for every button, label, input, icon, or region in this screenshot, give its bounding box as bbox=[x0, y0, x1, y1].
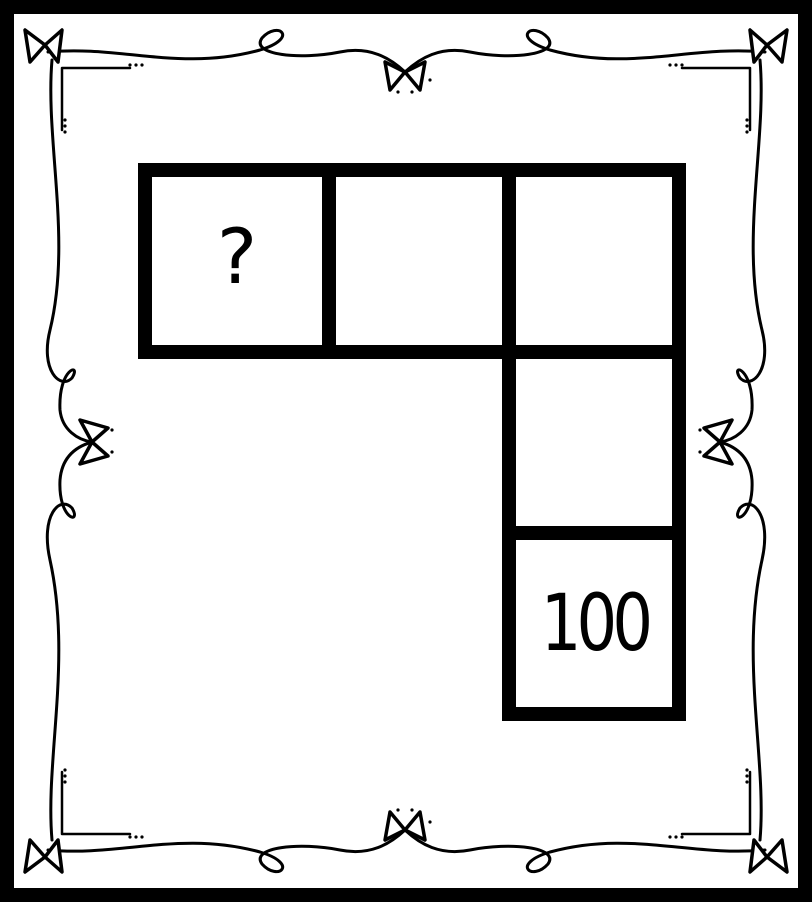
puzzle-cell-bottom-right: 100 bbox=[502, 526, 686, 721]
puzzle-cell-top-left: ? bbox=[138, 163, 336, 359]
puzzle-cell-top-middle bbox=[322, 163, 516, 359]
puzzle-cell-top-right bbox=[502, 163, 686, 359]
swirl-flourish-icon bbox=[47, 60, 92, 840]
swirl-flourish-icon bbox=[720, 60, 765, 840]
cell-value: ? bbox=[217, 219, 257, 295]
cell-value: 100 bbox=[540, 585, 647, 663]
swirl-flourish-icon bbox=[48, 830, 765, 872]
puzzle-cell-middle-right bbox=[502, 345, 686, 540]
swirl-flourish-icon bbox=[48, 30, 765, 72]
